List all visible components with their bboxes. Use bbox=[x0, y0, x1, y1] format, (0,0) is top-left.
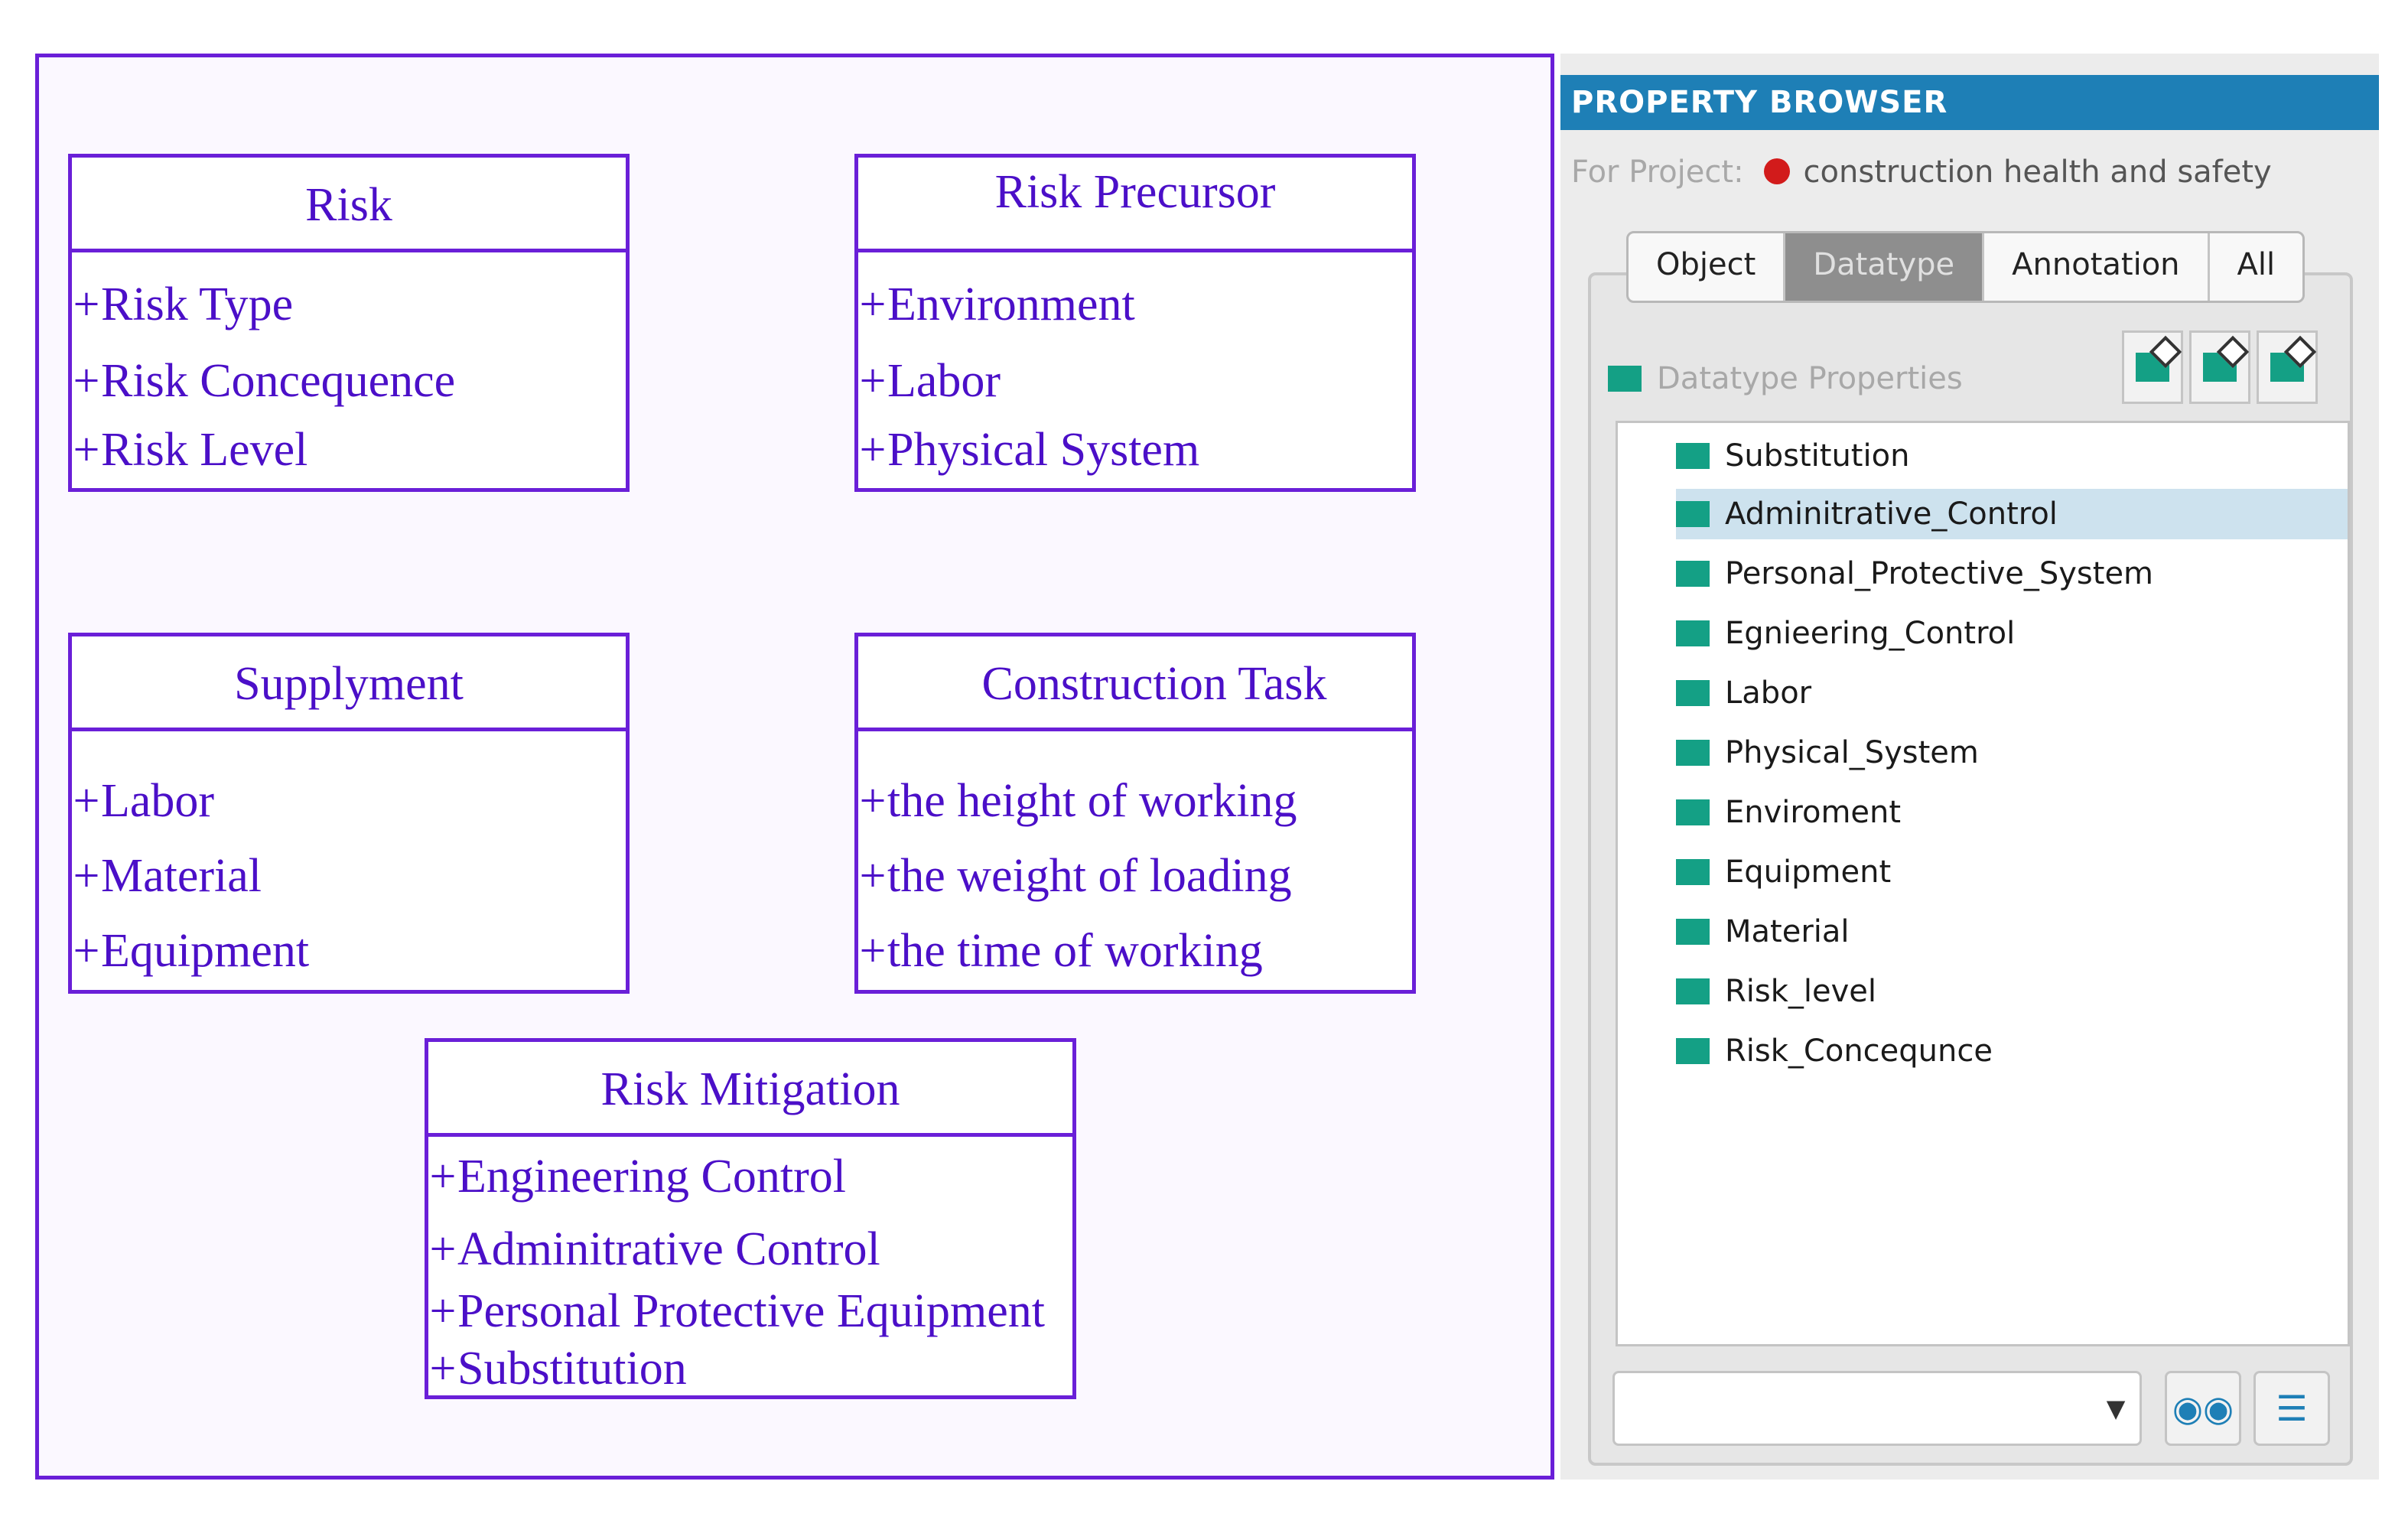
datatype-property-icon bbox=[1676, 919, 1710, 945]
class-attribute: +Risk Level bbox=[73, 424, 308, 476]
list-item[interactable]: Egnieering_Control bbox=[1676, 608, 2015, 659]
class-attribute: +the weight of loading bbox=[859, 850, 1292, 902]
class-title: Risk Mitigation bbox=[428, 1042, 1072, 1137]
chevron-down-icon[interactable]: ▼ bbox=[2106, 1394, 2126, 1423]
class-attribute: +the height of working bbox=[859, 775, 1297, 827]
delete-property-icon bbox=[2270, 353, 2304, 382]
class-attribute: +Labor bbox=[73, 775, 215, 827]
datatype-property-icon bbox=[1676, 859, 1710, 885]
panel-title: PROPERTY BROWSER bbox=[1560, 75, 2379, 130]
class-title: Risk Precursor bbox=[858, 158, 1412, 252]
add-subproperty-button[interactable] bbox=[2189, 330, 2250, 404]
list-item[interactable]: Risk_level bbox=[1676, 966, 1876, 1017]
tab-all[interactable]: All bbox=[2237, 247, 2276, 282]
datatype-property-icon bbox=[1676, 620, 1710, 646]
project-info: For Project: construction health and safe… bbox=[1571, 155, 2272, 190]
datatype-properties-header: Datatype Properties bbox=[1608, 361, 1963, 396]
class-title: Supplyment bbox=[72, 636, 626, 731]
class-risk-precursor[interactable]: Risk Precursor +Environment +Labor +Phys… bbox=[854, 154, 1416, 492]
datatype-property-icon bbox=[1676, 443, 1710, 469]
class-risk-mitigation[interactable]: Risk Mitigation +Engineering Control +Ad… bbox=[425, 1038, 1076, 1399]
class-supplyment[interactable]: Supplyment +Labor +Material +Equipment bbox=[68, 633, 630, 994]
list-item[interactable]: Risk_Concequnce bbox=[1676, 1026, 1993, 1076]
class-risk[interactable]: Risk +Risk Type +Risk Concequence +Risk … bbox=[68, 154, 630, 492]
project-label: For Project: bbox=[1571, 155, 1744, 190]
list-item[interactable]: Enviroment bbox=[1676, 787, 1901, 838]
datatype-property-icon bbox=[1676, 978, 1710, 1004]
class-attribute: +Engineering Control bbox=[429, 1151, 846, 1203]
datatype-property-icon bbox=[1608, 366, 1642, 392]
add-property-button[interactable] bbox=[2122, 330, 2183, 404]
find-button[interactable]: ◉◉ bbox=[2165, 1371, 2241, 1446]
class-attribute: +Risk Type bbox=[73, 278, 294, 330]
list-item[interactable]: Substitution bbox=[1676, 431, 1909, 481]
list-item[interactable]: Labor bbox=[1676, 668, 1811, 718]
list-item[interactable]: Equipment bbox=[1676, 847, 1891, 897]
class-construction-task[interactable]: Construction Task +the height of working… bbox=[854, 633, 1416, 994]
class-attribute: +Labor bbox=[859, 355, 1001, 407]
list-item[interactable]: Physical_System bbox=[1676, 728, 1979, 778]
binoculars-icon: ◉◉ bbox=[2172, 1388, 2234, 1429]
datatype-property-icon bbox=[1676, 1038, 1710, 1064]
add-property-icon bbox=[2136, 353, 2169, 382]
datatype-property-icon bbox=[1676, 680, 1710, 706]
list-item-selected[interactable]: Adminitrative_Control bbox=[1676, 489, 2348, 539]
property-browser-panel: PROPERTY BROWSER For Project: constructio… bbox=[1560, 54, 2379, 1480]
list-item[interactable]: Personal_Protective_System bbox=[1676, 549, 2153, 599]
class-attribute: +Substitution bbox=[429, 1343, 687, 1395]
list-item[interactable]: Material bbox=[1676, 907, 1850, 957]
datatype-property-icon bbox=[1676, 501, 1710, 527]
class-attribute: +Equipment bbox=[73, 925, 310, 977]
project-status-icon bbox=[1763, 158, 1790, 184]
class-attribute: +Personal Protective Equipment bbox=[429, 1285, 1045, 1337]
class-attribute: +the time of working bbox=[859, 925, 1263, 977]
tab-bar: Object Datatype Annotation All bbox=[1626, 231, 2305, 303]
tab-object[interactable]: Object bbox=[1629, 233, 1786, 301]
delete-property-button[interactable] bbox=[2257, 330, 2318, 404]
class-diagram-canvas: Risk +Risk Type +Risk Concequence +Risk … bbox=[35, 54, 1554, 1480]
tab-datatype[interactable]: Datatype bbox=[1785, 233, 1985, 301]
add-subproperty-icon bbox=[2203, 353, 2237, 382]
tab-annotation[interactable]: Annotation bbox=[1984, 233, 2210, 301]
datatype-property-icon bbox=[1676, 799, 1710, 825]
class-attribute: +Adminitrative Control bbox=[429, 1223, 880, 1275]
section-label: Datatype Properties bbox=[1657, 361, 1963, 396]
search-input[interactable] bbox=[1612, 1371, 2142, 1446]
project-name: construction health and safety bbox=[1803, 155, 2272, 190]
class-attribute: +Material bbox=[73, 850, 262, 902]
view-options-button[interactable]: ☰ bbox=[2253, 1371, 2330, 1446]
class-title: Risk bbox=[72, 158, 626, 252]
class-title: Construction Task bbox=[858, 636, 1412, 731]
class-attribute: +Physical System bbox=[859, 424, 1200, 476]
datatype-property-icon bbox=[1676, 740, 1710, 766]
list-view-icon: ☰ bbox=[2276, 1388, 2308, 1429]
datatype-property-icon bbox=[1676, 561, 1710, 587]
property-list: Substitution Adminitrative_Control Perso… bbox=[1616, 421, 2350, 1346]
class-attribute: +Environment bbox=[859, 278, 1135, 330]
class-attribute: +Risk Concequence bbox=[73, 355, 456, 407]
